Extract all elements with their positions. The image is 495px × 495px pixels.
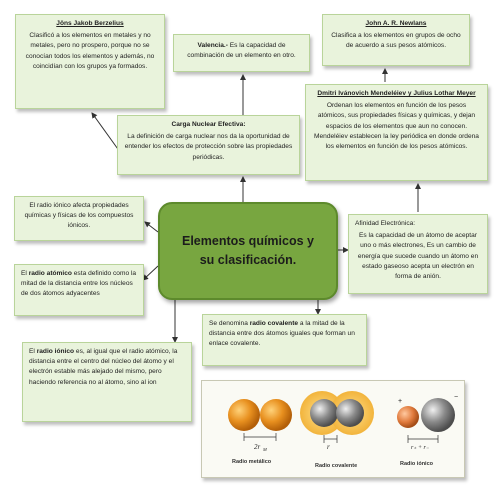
- newlands-title: John A. R. Newlans: [365, 20, 427, 27]
- mendeleiev-title: Dmitri Ivánovich Mendeléiev y Julius Lot…: [317, 90, 476, 97]
- newlands-text: Clasifica a los elementos en grupos de o…: [331, 32, 461, 50]
- radio-covalente-post: a la mitad de la distancia entre dos áto…: [209, 320, 355, 348]
- radio-covalente-box: Se denomina radio covalente a la mitad d…: [202, 314, 367, 366]
- covalent-atom-right: [336, 399, 364, 427]
- metal-atom-right: [260, 399, 292, 431]
- radio-covalente-pre: Se denomina: [209, 320, 250, 327]
- label-2r-sub: M: [262, 447, 267, 452]
- radio-ionico-prop-text: El radio iónico afecta propiedades quími…: [24, 202, 134, 230]
- valencia-box: Valencia.- Es la capacidad de combinació…: [173, 34, 310, 72]
- atomic-radii-illustration: 2r M r + − r₊ + r₋: [228, 391, 458, 452]
- radio-atomico-term: radio atómico: [28, 270, 72, 277]
- carga-text: La definición de carga nuclear nos da la…: [124, 133, 293, 161]
- minus-sign: −: [454, 394, 458, 401]
- afinidad-text: Es la capacidad de un átomo de aceptar u…: [357, 232, 479, 281]
- mendeleiev-box: Dmitri Ivánovich Mendeléiev y Julius Lot…: [305, 84, 488, 181]
- cation: [397, 406, 419, 428]
- caption-metalico: Radio metálico: [232, 459, 272, 465]
- radio-atomico-box: El radio atómico esta definido como la m…: [14, 264, 144, 316]
- plus-sign: +: [398, 398, 402, 405]
- carga-box: Carga Nuclear Efectiva: La definición de…: [117, 115, 300, 175]
- valencia-label: Valencia.-: [197, 42, 228, 49]
- metal-atom-left: [228, 399, 260, 431]
- caption-ionico: Radio iónico: [400, 461, 433, 467]
- arrow-berzelius: [91, 112, 121, 153]
- anion: [421, 398, 455, 432]
- carga-title: Carga Nuclear Efectiva:: [171, 121, 246, 128]
- covalent-atom-left: [310, 399, 338, 427]
- center-topic: Elementos químicos y su clasificación.: [158, 202, 338, 300]
- afinidad-title: Afinidad Electrónica:: [355, 220, 416, 227]
- arrow-radio-atomico: [142, 265, 159, 281]
- label-r: r: [327, 443, 330, 451]
- berzelius-title: Jöns Jakob Berzelius: [56, 20, 124, 27]
- caption-covalente: Radio covalente: [315, 463, 358, 469]
- radio-ionico-box: El radio iónico es, al igual que el radi…: [22, 342, 192, 422]
- afinidad-box: Afinidad Electrónica: Es la capacidad de…: [348, 214, 488, 294]
- label-ions: r₊ + r₋: [411, 445, 430, 451]
- covalent-radius-diagram: r: [300, 391, 374, 451]
- radio-ionico-pre: El: [29, 348, 37, 355]
- radio-atomico-post: esta definido como la mitad de la distan…: [21, 270, 137, 298]
- radio-atomico-pre: El: [21, 270, 29, 277]
- atomic-radii-figure: 2r M r + − r₊ + r₋ Radio metálico Radio …: [201, 380, 465, 478]
- ionic-radius-diagram: + − r₊ + r₋: [397, 394, 458, 451]
- valencia-text: Es la capacidad de combinación de un ele…: [187, 42, 296, 60]
- metallic-radius-diagram: 2r M: [228, 399, 292, 452]
- radio-ionico-post: es, al igual que el radio atómico, la di…: [29, 348, 178, 386]
- mendeleiev-text: Ordenan los elementos en función de los …: [314, 102, 479, 151]
- berzelius-box: Jöns Jakob Berzelius Clasificó a los ele…: [15, 14, 165, 109]
- center-title: Elementos químicos y su clasificación.: [182, 233, 314, 267]
- radio-ionico-term: radio iónico: [36, 348, 75, 355]
- berzelius-text: Clasificó a los elementos en metales y n…: [25, 32, 155, 70]
- label-2r: 2r: [254, 443, 261, 451]
- radio-ionico-prop-box: El radio iónico afecta propiedades quími…: [14, 196, 144, 241]
- newlands-box: John A. R. Newlans Clasifica a los eleme…: [322, 14, 470, 66]
- radio-covalente-term: radio covalente: [249, 320, 299, 327]
- arrow-radio-ionico-prop: [144, 221, 159, 233]
